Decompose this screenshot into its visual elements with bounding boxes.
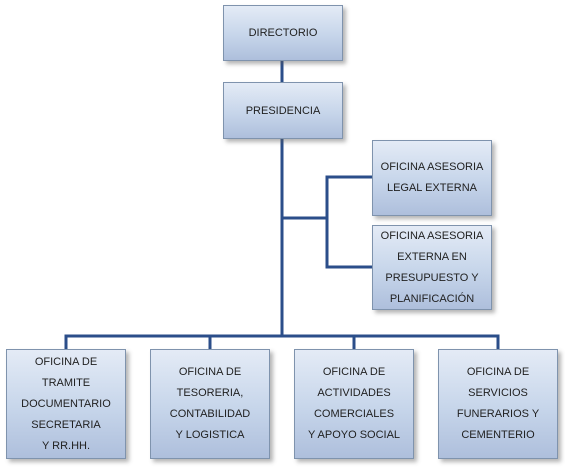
node-oficina-tesoreria: OFICINA DE TESORERIA, CONTABILIDAD Y LOG… bbox=[150, 349, 270, 459]
node-oficina-asesoria-presupuesto: OFICINA ASESORIA EXTERNA EN PRESUPUESTO … bbox=[372, 225, 492, 310]
node-oficina-tramite: OFICINA DE TRAMITE DOCUMENTARIO SECRETAR… bbox=[6, 349, 126, 459]
node-directorio: DIRECTORIO bbox=[223, 5, 343, 61]
node-oficina-actividades: OFICINA DE ACTIVIDADES COMERCIALES Y APO… bbox=[294, 349, 414, 459]
node-presidencia: PRESIDENCIA bbox=[223, 82, 343, 139]
node-oficina-asesoria-legal: OFICINA ASESORIA LEGAL EXTERNA bbox=[372, 140, 492, 216]
node-oficina-funerarios: OFICINA DE SERVICIOS FUNERARIOS Y CEMENT… bbox=[438, 349, 558, 459]
